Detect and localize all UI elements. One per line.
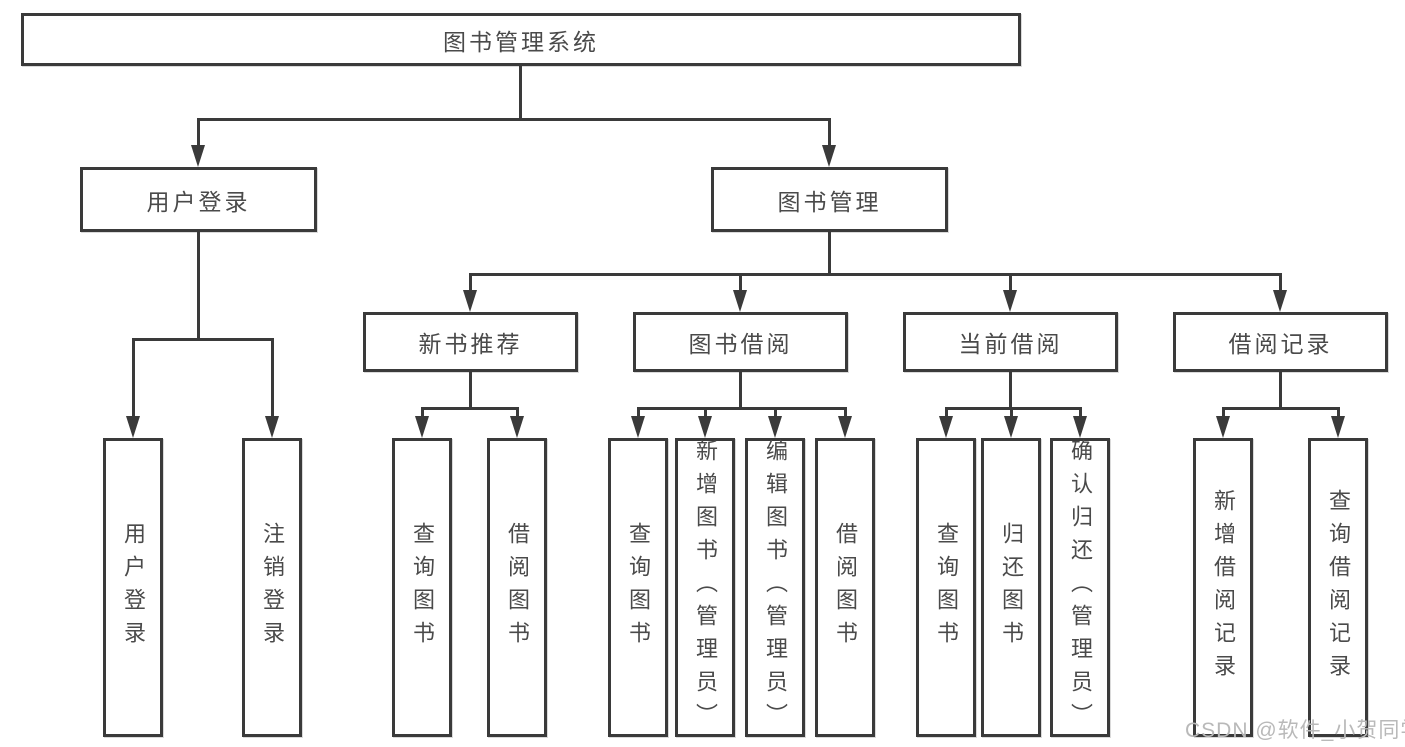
node-label: 图书管理系统	[443, 28, 599, 55]
csdn-watermark: CSDN @软件_小贺同学	[1185, 719, 1405, 742]
node-label: 新增借阅记录	[1211, 488, 1236, 687]
connector-arrow-to-leaf	[265, 338, 279, 438]
connector-bus-level2	[197, 118, 831, 121]
leaf-confirm-return-admin: 确认归还（管理员）	[1050, 438, 1110, 737]
connector-arrow-to-leaf	[126, 338, 140, 438]
node-system-root: 图书管理系统	[21, 13, 1021, 66]
node-label: 查询图书	[410, 521, 435, 654]
connector-arrow-to-leaf	[1004, 407, 1018, 438]
leaf-add-borrow-record: 新增借阅记录	[1193, 438, 1253, 737]
connector-arrow-to-leaf	[768, 407, 782, 438]
connector-arrow-to-leaf	[1216, 407, 1230, 438]
connector-stub-new-book-recommendation	[469, 372, 472, 407]
connector-arrow-to-leaf	[510, 407, 524, 438]
node-label: 确认归还（管理员）	[1068, 439, 1093, 736]
connector-arrow-to-leaf	[698, 407, 712, 438]
node-label: 注销登录	[260, 521, 285, 654]
connector-arrow-to-current-borrowing	[1003, 273, 1017, 312]
connector-arrow-to-user-login	[191, 118, 205, 167]
connector-arrow-to-borrowing-records	[1273, 273, 1287, 312]
leaf-query-books: 查询图书	[916, 438, 976, 737]
node-label: 用户登录	[121, 521, 146, 654]
node-label: 归还图书	[999, 521, 1024, 654]
connector-arrow-to-leaf	[1331, 407, 1345, 438]
connector-bus-user-login	[132, 338, 274, 341]
connector-arrow-to-leaf	[1073, 407, 1087, 438]
node-borrowing-records: 借阅记录	[1173, 312, 1388, 372]
leaf-query-borrow-record: 查询借阅记录	[1308, 438, 1368, 737]
node-label: 新增图书（管理员）	[693, 439, 718, 736]
node-label: 编辑图书（管理员）	[763, 439, 788, 736]
connector-arrow-to-new-book-recommendation	[463, 273, 477, 312]
node-new-book-recommendation: 新书推荐	[363, 312, 578, 372]
node-user-login: 用户登录	[80, 167, 317, 232]
leaf-query-books: 查询图书	[608, 438, 668, 737]
connector-stub-book-borrowing	[739, 372, 742, 407]
connector-arrow-to-leaf	[631, 407, 645, 438]
connector-stub-user-login	[197, 232, 200, 338]
leaf-user-login: 用户登录	[103, 438, 163, 737]
node-current-borrowing: 当前借阅	[903, 312, 1118, 372]
leaf-return-books: 归还图书	[981, 438, 1041, 737]
connector-arrow-to-book-borrowing	[733, 273, 747, 312]
leaf-add-book-admin: 新增图书（管理员）	[675, 438, 735, 737]
node-label: 借阅记录	[1228, 331, 1333, 357]
node-label: 图书管理	[777, 188, 882, 215]
connector-stub-book-management	[828, 232, 831, 273]
leaf-query-books: 查询图书	[392, 438, 452, 737]
node-label: 查询图书	[626, 521, 651, 654]
connector-stub-root	[519, 66, 522, 118]
connector-arrow-to-leaf	[415, 407, 429, 438]
node-label: 借阅图书	[833, 521, 858, 654]
connector-stub-borrowing-records	[1279, 372, 1282, 407]
node-label: 查询借阅记录	[1326, 488, 1351, 687]
connector-arrow-to-leaf	[838, 407, 852, 438]
leaf-borrow-books: 借阅图书	[487, 438, 547, 737]
connector-arrow-to-book-management	[822, 118, 836, 167]
node-label: 查询图书	[934, 521, 959, 654]
node-label: 图书借阅	[688, 331, 793, 357]
node-book-borrowing: 图书借阅	[633, 312, 848, 372]
connector-stub-current-borrowing	[1009, 372, 1012, 407]
node-label: 用户登录	[146, 188, 251, 215]
leaf-borrow-books: 借阅图书	[815, 438, 875, 737]
node-book-management: 图书管理	[711, 167, 948, 232]
connector-bus-borrowing-records	[1222, 407, 1339, 410]
connector-bus-level3	[469, 273, 1282, 276]
node-label: 当前借阅	[958, 331, 1063, 357]
connector-bus-new-book-recommendation	[421, 407, 519, 410]
node-label: 借阅图书	[505, 521, 530, 654]
connector-bus-current-borrowing	[945, 407, 1082, 410]
leaf-logout: 注销登录	[242, 438, 302, 737]
connector-arrow-to-leaf	[939, 407, 953, 438]
leaf-edit-book-admin: 编辑图书（管理员）	[745, 438, 805, 737]
connector-bus-book-borrowing	[637, 407, 847, 410]
node-label: 新书推荐	[418, 331, 523, 357]
